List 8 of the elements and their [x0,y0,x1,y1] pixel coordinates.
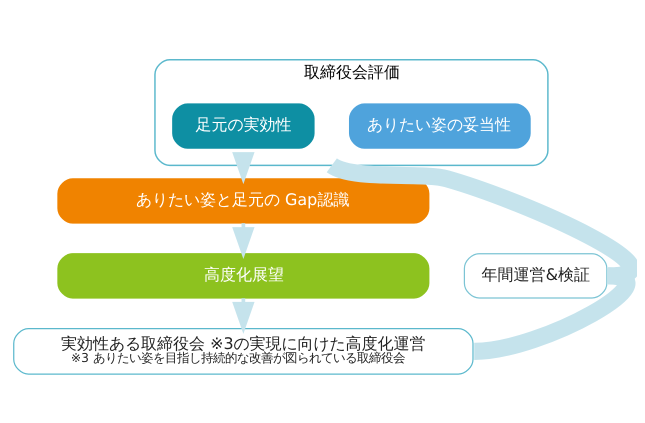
node-box: 足元の実効性 [172,102,315,148]
node-box: ありたい姿と足元の Gap認識 [57,178,430,224]
node-box: ありたい姿の妥当性 [348,102,531,148]
connector [328,157,637,284]
node-box: 実効性ある取締役会 ※3の実現に向けた高度化運営 ※3 ありたい姿を目指し持続的な改善が図られている取締役会 [13,328,474,374]
node-box: 高度化展望 [57,252,430,298]
arrow [232,152,255,184]
node-box: 年間運営&検証 [464,252,608,298]
